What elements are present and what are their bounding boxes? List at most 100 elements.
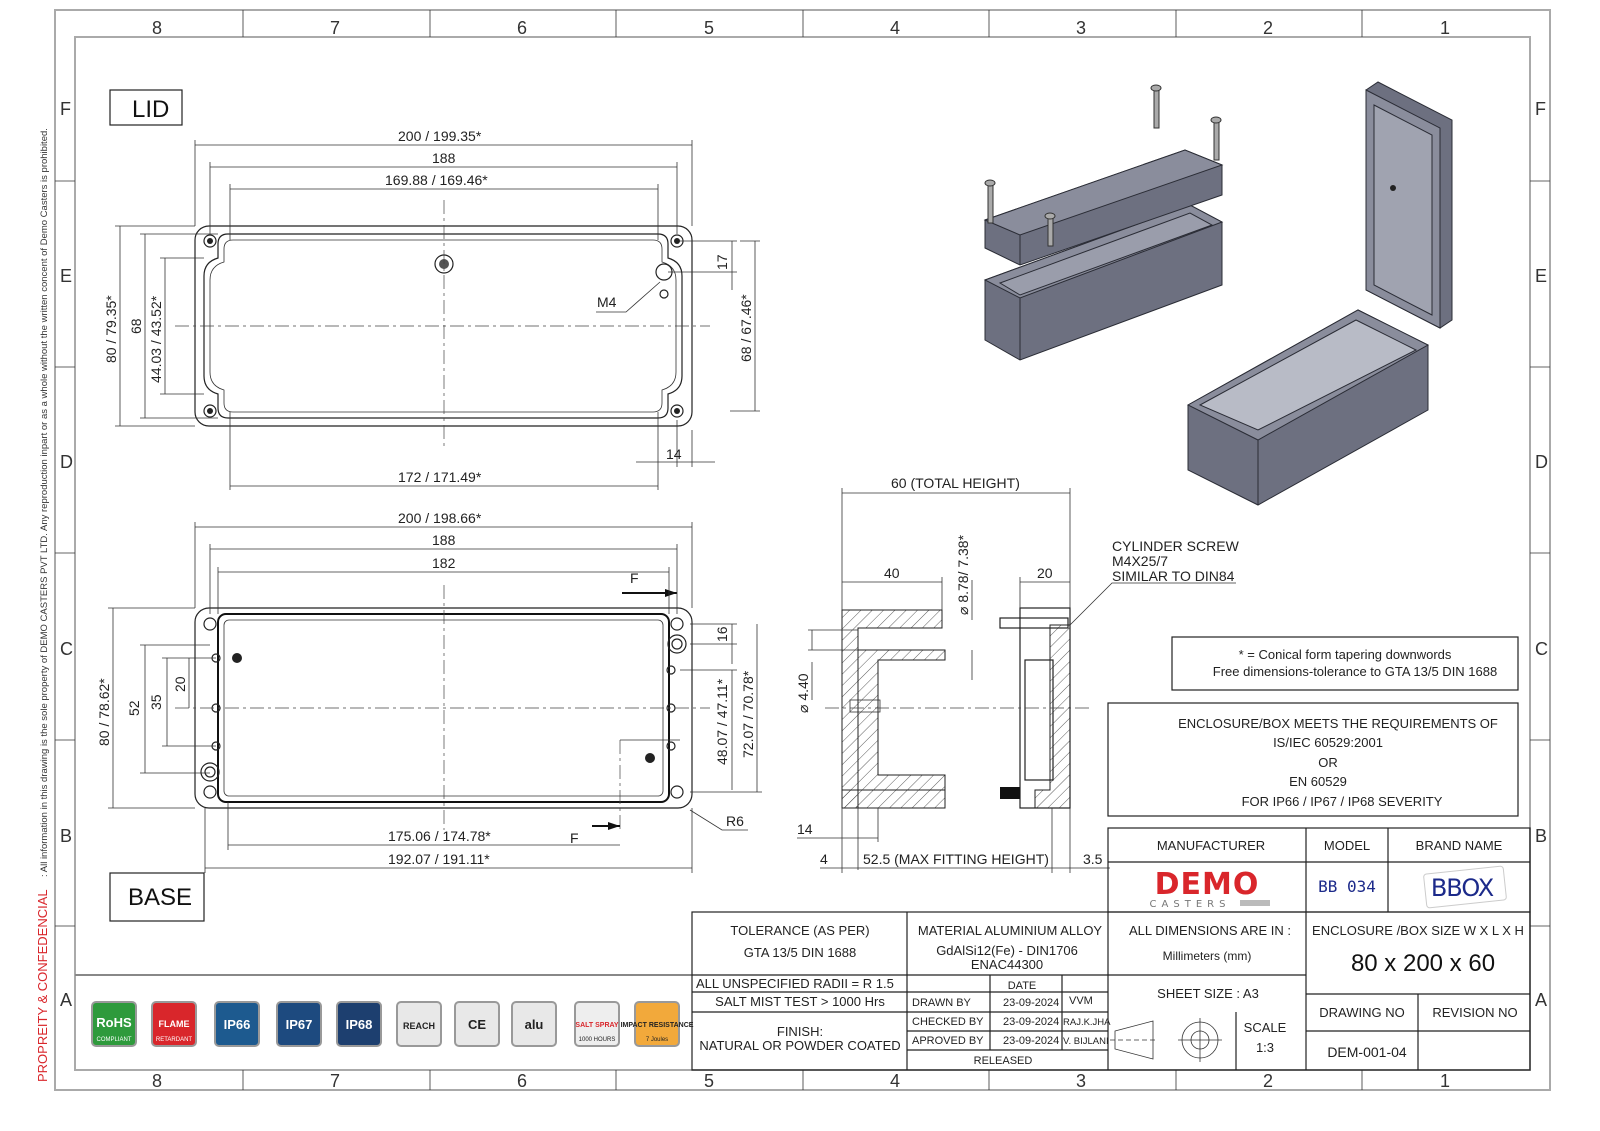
scale-label: SCALE [1244, 1020, 1287, 1035]
zone-row-d: D [1535, 452, 1548, 472]
compliance-note: ENCLOSURE/BOX MEETS THE REQUIREMENTS OF [1178, 716, 1498, 731]
title-block: MANUFACTURER MODEL BRAND NAME DEMO CASTE… [691, 827, 1531, 1071]
badge-alu: alu [511, 1001, 557, 1047]
checked-date: 23-09-2024 [1003, 1016, 1059, 1028]
base-title: BASE [128, 884, 192, 911]
compliance-note: OR [1318, 755, 1338, 770]
badge-impact-resistance: IMPACT RESISTANCE 7 Joules [621, 1001, 694, 1047]
zone-row-a: A [60, 990, 72, 1010]
material-value: GdAlSi12(Fe) - DIN1706 [936, 943, 1078, 958]
drawing-frame: 8 7 6 5 4 3 2 1 8 7 6 5 4 3 2 1 F E D C … [54, 9, 1551, 1091]
zone-row-b: B [60, 826, 72, 846]
conical-note: * = Conical form tapering downwords [1239, 647, 1452, 662]
dim-text: 188 [432, 150, 456, 166]
zone-row-a: A [1535, 990, 1547, 1010]
section-view: 60 (TOTAL HEIGHT) 40 20 ⌀ 8.78/ 7.38* ⌀ … [795, 475, 1240, 873]
zone-col-4: 4 [890, 18, 900, 38]
zone-labels-top: 8 7 6 5 4 3 2 1 [152, 18, 1450, 38]
badge-flame: FLAME RETARDANT [151, 1001, 197, 1047]
dim-text: 72.07 / 70.78* [740, 670, 756, 758]
material-label: MATERIAL ALUMINIUM ALLOY [918, 923, 1103, 938]
dim-text: 200 / 199.35* [398, 128, 482, 144]
dim-text: 188 [432, 532, 456, 548]
badge-ip68: IP68 [336, 1001, 382, 1047]
badge-background [396, 1001, 442, 1047]
badge-sublabel: RETARDANT [156, 1037, 193, 1043]
zone-col-7: 7 [330, 18, 340, 38]
dim-text: 17 [714, 254, 730, 270]
zone-labels-bottom: 8 7 6 5 4 3 2 1 [152, 1071, 1450, 1091]
zone-col-8: 8 [152, 1071, 162, 1091]
badge-reach: REACH [396, 1001, 442, 1047]
dim-text: 14 [666, 446, 682, 462]
dim-text: 52 [126, 700, 142, 716]
confidential-text: : All information in this drawing is the… [39, 128, 50, 877]
badge-label: alu [525, 1017, 544, 1032]
zone-row-d: D [60, 452, 73, 472]
zone-labels-left: F E D C B A [60, 99, 73, 1010]
zone-col-7: 7 [330, 1071, 340, 1091]
badge-rohs: RoHS COMPLIANT [91, 1001, 137, 1047]
badge-background [511, 1001, 557, 1047]
zone-col-1: 1 [1440, 1071, 1450, 1091]
approved-date: 23-09-2024 [1003, 1035, 1059, 1047]
section-mark-f: F [630, 570, 639, 586]
drawing-no-label: DRAWING NO [1319, 1005, 1404, 1020]
dim-text: 20 [1037, 565, 1053, 581]
badge-ce: CE [454, 1001, 500, 1047]
compliance-note: FOR IP66 / IP67 / IP68 SEVERITY [1242, 794, 1443, 809]
zone-col-8: 8 [152, 18, 162, 38]
radii-note: ALL UNSPECIFIED RADII = R 1.5 [696, 976, 894, 991]
dim-text: R6 [726, 813, 744, 829]
brand-label: BRAND NAME [1416, 838, 1503, 853]
screw-note: M4X25/7 [1112, 553, 1168, 569]
badge-sublabel: COMPLIANT [96, 1037, 131, 1043]
dim-text: 182 [432, 555, 456, 571]
material-value: ENAC44300 [971, 957, 1043, 972]
isometric-views [983, 81, 1453, 506]
zone-col-5: 5 [704, 1071, 714, 1091]
tolerance-label: TOLERANCE (AS PER) [730, 923, 869, 938]
confidential-notice: PROPREITY & CONFEDENCIAL : All informati… [35, 128, 50, 1082]
manufacturer-label: MANUFACTURER [1157, 838, 1265, 853]
badge-label: IMPACT RESISTANCE [621, 1022, 694, 1029]
dim-text: 20 [172, 676, 188, 692]
bbox-logo: BBOX [1423, 865, 1507, 909]
dim-text: 44.03 / 43.52* [148, 295, 164, 383]
compliance-note: IS/IEC 60529:2001 [1273, 735, 1383, 750]
badge-background [574, 1001, 620, 1047]
badge-background [454, 1001, 500, 1047]
dim-text: 4 [820, 851, 828, 867]
released-label: RELEASED [974, 1055, 1033, 1067]
dim-text: M4 [597, 294, 617, 310]
zone-col-2: 2 [1263, 1071, 1273, 1091]
scale-value: 1:3 [1256, 1040, 1274, 1055]
dim-text: 35 [148, 694, 164, 710]
zone-row-e: E [1535, 266, 1547, 286]
notes: * = Conical form tapering downwords Free… [1107, 636, 1519, 817]
zone-col-6: 6 [517, 1071, 527, 1091]
tolerance-note: Free dimensions-tolerance to GTA 13/5 DI… [1213, 664, 1497, 679]
badge-sublabel: 7 Joules [646, 1037, 668, 1043]
zone-row-b: B [1535, 826, 1547, 846]
badge-background [634, 1001, 680, 1047]
section-mark-f: F [570, 830, 579, 846]
manufacturer-logo-sub: CASTERS [1150, 899, 1231, 910]
badge-label: FLAME [159, 1019, 190, 1029]
dim-text: 80 / 78.62* [96, 678, 112, 746]
zone-row-f: F [60, 99, 71, 119]
manufacturer-logo-text: DEMO [1155, 867, 1260, 902]
dim-text: 192.07 / 191.11* [388, 851, 490, 867]
badge-background [91, 1001, 137, 1047]
badge-label: RoHS [96, 1015, 132, 1030]
badge-label: REACH [403, 1021, 435, 1031]
dim-text: 172 / 171.49* [398, 469, 482, 485]
badge-label: SALT SPRAY [575, 1022, 619, 1029]
zone-col-6: 6 [517, 18, 527, 38]
dim-text: 40 [884, 565, 900, 581]
units-label: ALL DIMENSIONS ARE IN : [1129, 923, 1291, 938]
badge-background [336, 1001, 382, 1047]
zone-col-1: 1 [1440, 18, 1450, 38]
